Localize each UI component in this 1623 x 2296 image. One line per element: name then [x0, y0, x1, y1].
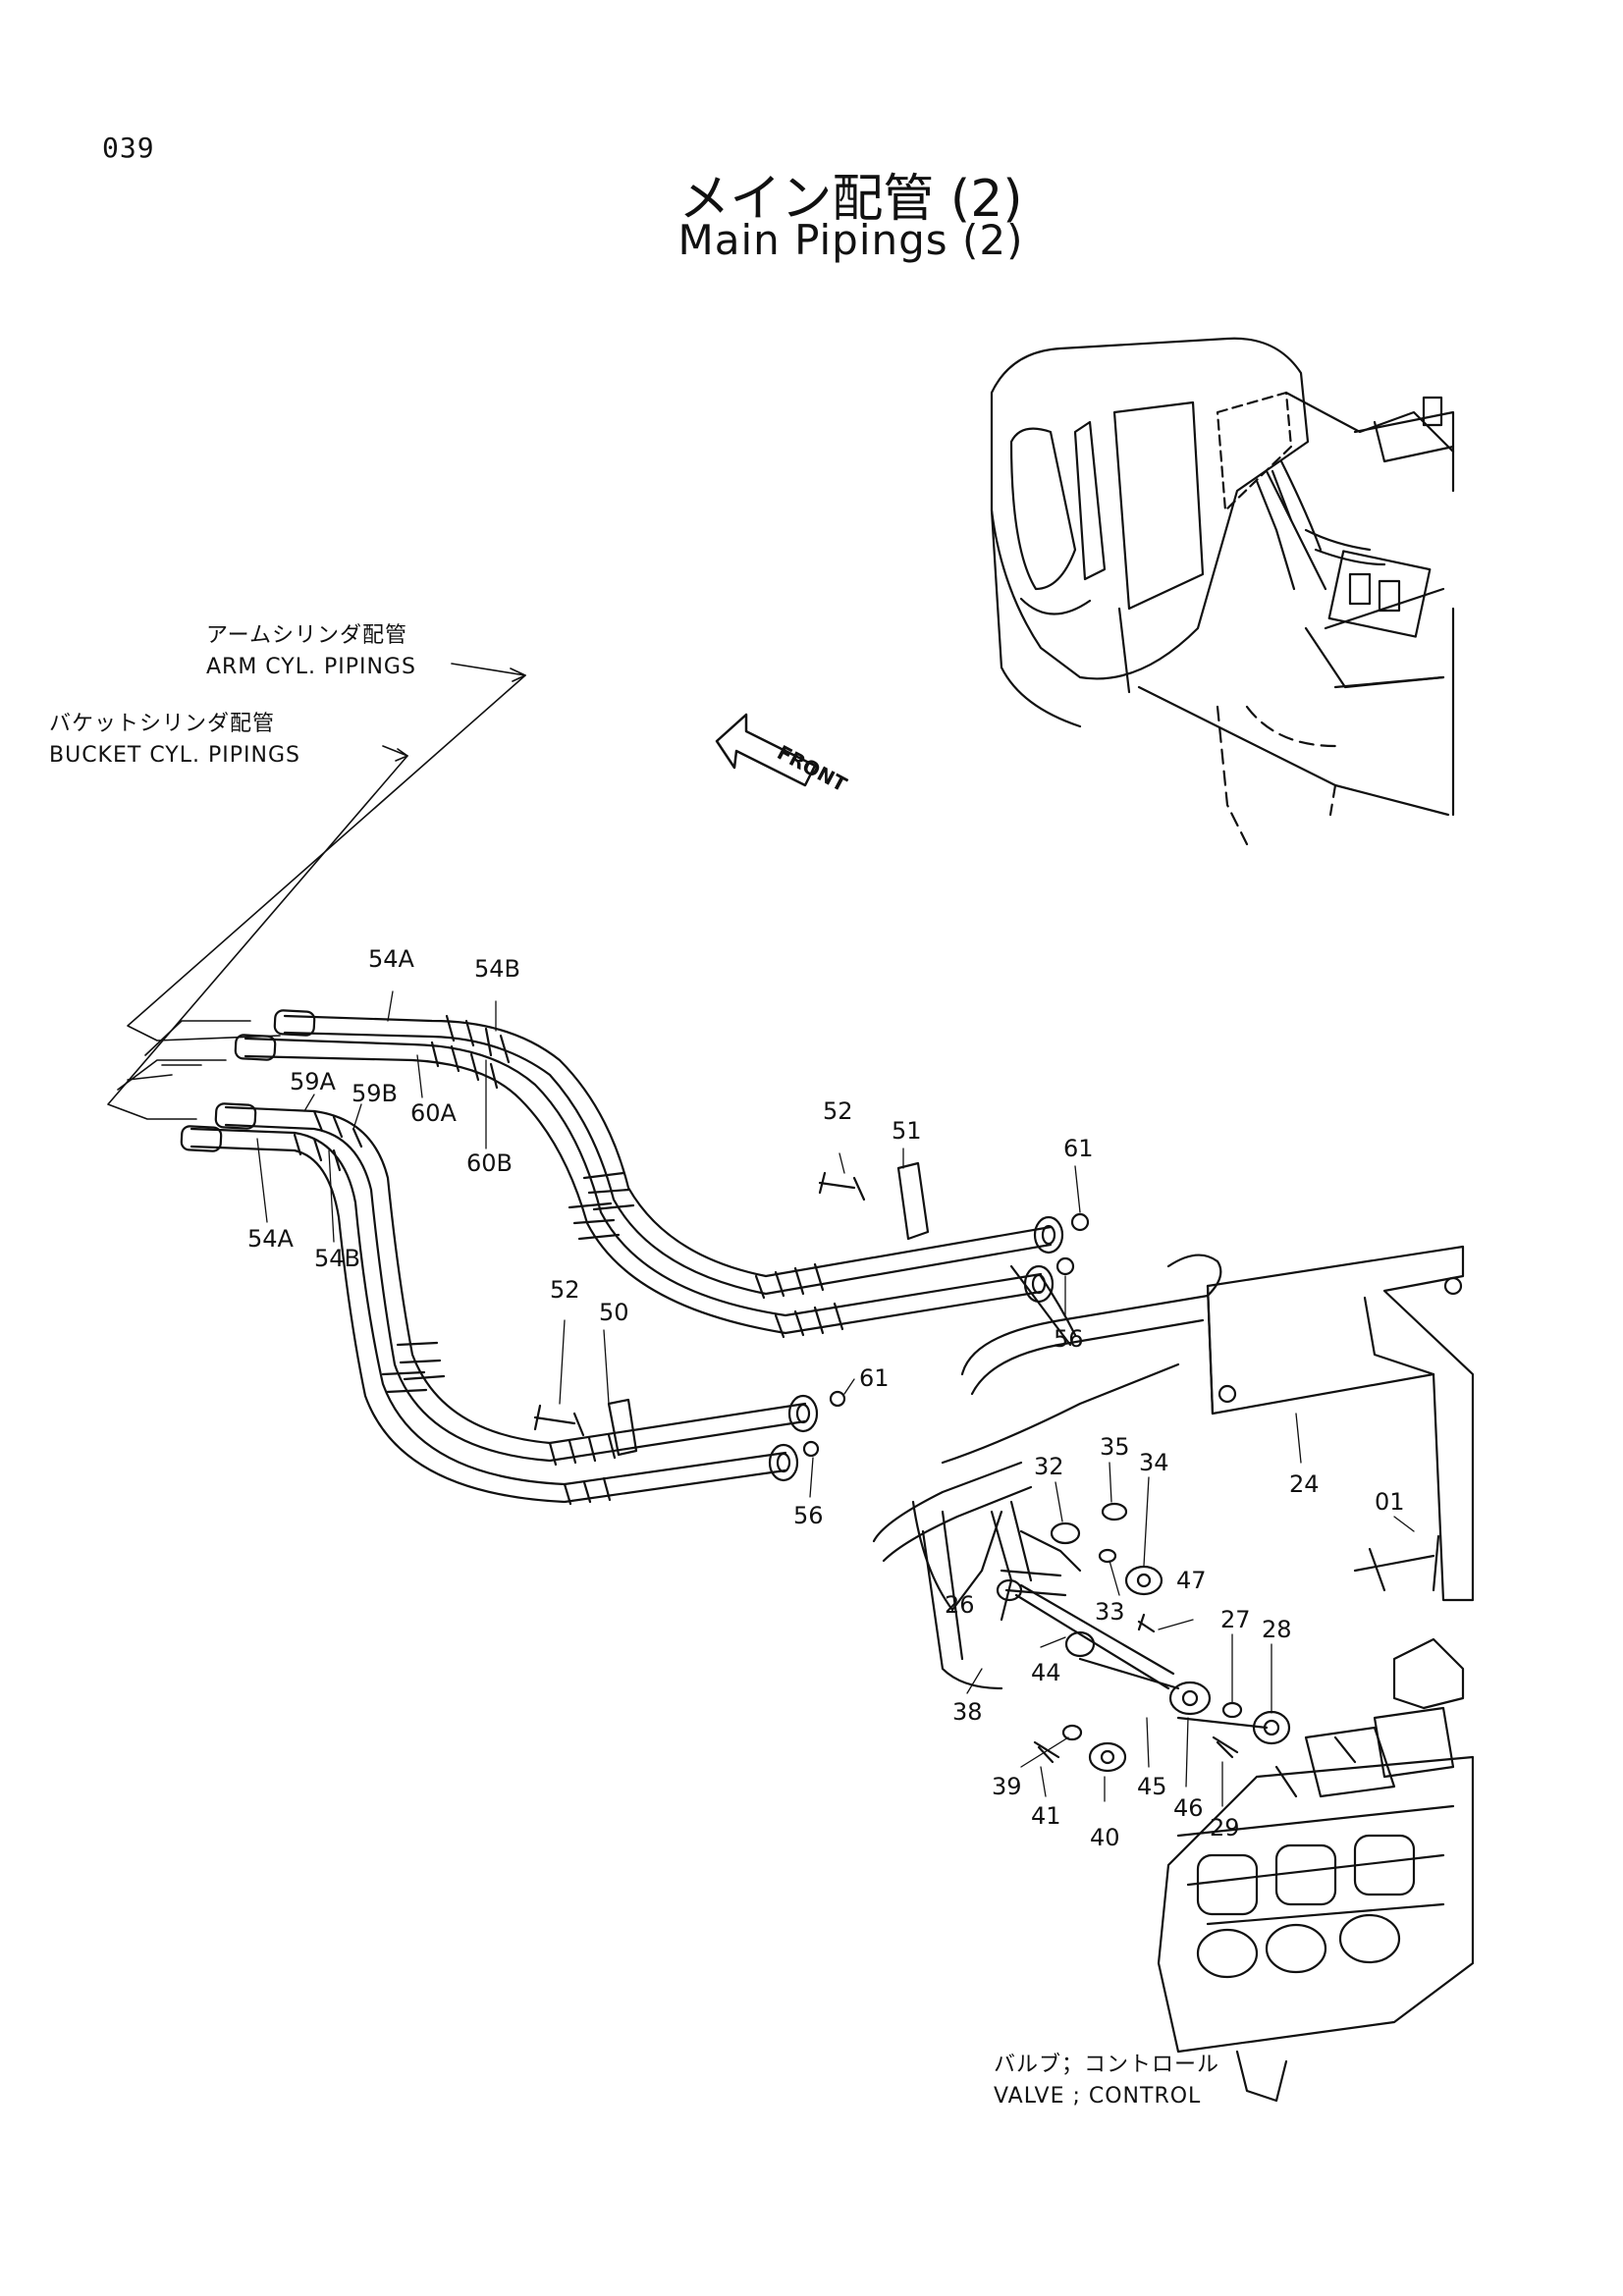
arm-cyl-label-jp: アームシリンダ配管: [206, 623, 408, 648]
part-label-52-upper: 52: [823, 1097, 853, 1125]
part-label-27: 27: [1220, 1606, 1251, 1633]
part-leader-lines: [256, 990, 1415, 1807]
page-title-en: Main Pipings (2): [677, 216, 1024, 264]
valve-callout: バルブ；コントロール VALVE ; CONTROL: [994, 2050, 1219, 2112]
arm-cylinder-hoses: [234, 1009, 1064, 1339]
part-label-41: 41: [1031, 1802, 1061, 1830]
part-label-54B-upper: 54B: [474, 955, 520, 983]
part-label-52-middle: 52: [550, 1276, 580, 1304]
part-label-28: 28: [1262, 1616, 1292, 1643]
part-label-60B: 60B: [466, 1149, 513, 1177]
control-valve-drawing: [1157, 1637, 1475, 2103]
part-label-50: 50: [599, 1299, 629, 1326]
part-label-44: 44: [1031, 1659, 1061, 1686]
part-label-60A: 60A: [410, 1099, 458, 1127]
part-label-34: 34: [1139, 1449, 1169, 1476]
part-label-56-upper: 56: [1054, 1325, 1084, 1353]
part-label-38: 38: [952, 1698, 983, 1726]
part-label-54A-lower: 54A: [247, 1225, 295, 1253]
part-label-39: 39: [992, 1773, 1022, 1800]
front-direction-arrow: FRONT: [715, 713, 851, 796]
part-label-56-middle: 56: [793, 1502, 824, 1529]
front-label: FRONT: [774, 740, 851, 796]
clamps-and-bolts: [533, 1161, 1090, 1458]
bucket-cyl-label-en: BUCKET CYL. PIPINGS: [49, 743, 300, 768]
part-label-35: 35: [1100, 1433, 1130, 1461]
part-label-46: 46: [1173, 1794, 1204, 1822]
arm-cyl-callout: アームシリンダ配管 ARM CYL. PIPINGS: [206, 620, 416, 683]
part-label-61-middle: 61: [859, 1364, 890, 1392]
part-label-61-upper: 61: [1063, 1135, 1094, 1162]
part-label-59A: 59A: [290, 1068, 337, 1095]
bucket-cyl-callout: バケットシリンダ配管 BUCKET CYL. PIPINGS: [49, 709, 300, 772]
arm-cyl-label-en: ARM CYL. PIPINGS: [206, 655, 416, 679]
part-label-45: 45: [1137, 1773, 1167, 1800]
page-number: 039: [102, 132, 155, 164]
part-labels: 54A 54B 59A 59B 60A 60B 54A 54B 52 51 61…: [247, 945, 1405, 1851]
excavator-cab-drawing: [990, 337, 1455, 846]
part-label-51: 51: [892, 1117, 922, 1145]
bucket-cyl-label-jp: バケットシリンダ配管: [49, 712, 276, 736]
part-label-01: 01: [1375, 1488, 1405, 1516]
part-label-24: 24: [1289, 1470, 1320, 1498]
part-label-54A-upper: 54A: [368, 945, 415, 973]
bucket-cylinder-hoses: [180, 1102, 819, 1506]
valve-label-jp: バルブ；コントロール: [994, 2053, 1220, 2077]
part-label-29: 29: [1210, 1814, 1240, 1842]
page-title-jp: メイン配管 (2): [678, 170, 1023, 229]
part-label-33: 33: [1095, 1598, 1125, 1626]
part-label-47: 47: [1176, 1567, 1207, 1594]
callout-leader-lines: [107, 663, 526, 1120]
steel-pipes-and-bracket: [872, 1245, 1475, 1773]
part-label-32: 32: [1034, 1453, 1064, 1480]
part-label-54B-lower: 54B: [314, 1245, 360, 1272]
part-label-59B: 59B: [352, 1080, 398, 1107]
part-label-26: 26: [945, 1591, 975, 1619]
valve-label-en: VALVE ; CONTROL: [994, 2084, 1202, 2109]
part-label-40: 40: [1090, 1824, 1120, 1851]
